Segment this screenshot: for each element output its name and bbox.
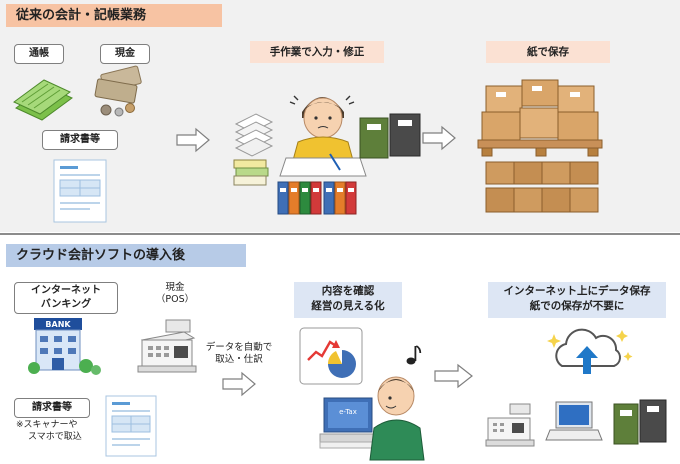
internet-banking-label: インターネット バンキング xyxy=(14,282,118,314)
register-icon xyxy=(485,403,535,447)
chart-icon xyxy=(299,327,363,385)
auto-import-line1: データを自動で xyxy=(205,342,273,353)
visibility-line1: 内容を確認 xyxy=(321,285,375,297)
auto-import-line2: 取込・仕訳 xyxy=(215,354,263,365)
etax-label: e-Tax xyxy=(339,408,357,416)
cash-icon xyxy=(94,65,142,117)
cloud-storage-label: インターネット上にデータ保存 紙での保存が不要に xyxy=(488,282,666,318)
internet-banking-line1: インターネット xyxy=(31,285,101,296)
pos-cash-line1: 現金 xyxy=(165,282,185,293)
arrow-icon xyxy=(434,363,473,389)
before-title: 従来の会計・記帳業務 xyxy=(6,4,222,27)
passbook-icon xyxy=(13,79,73,121)
internet-banking-line2: バンキング xyxy=(40,299,92,310)
person-computer-icon: e-Tax xyxy=(319,376,425,461)
paper-stack-icon xyxy=(234,113,274,157)
binder-icon xyxy=(359,113,421,159)
invoice-label: 請求書等 xyxy=(42,130,118,150)
book-stack-icon xyxy=(233,159,269,186)
after-title: クラウド会計ソフトの導入後 xyxy=(6,244,246,267)
arrow-icon xyxy=(176,127,210,153)
boxes-icon xyxy=(477,79,603,213)
scan-note-line1: ※スキャナーや xyxy=(16,420,78,430)
cloud-upload-icon xyxy=(547,328,633,374)
arrow-icon xyxy=(222,371,256,397)
binder-row-icon xyxy=(277,181,357,215)
section-divider xyxy=(0,233,680,235)
music-note-icon xyxy=(406,345,422,365)
invoice-icon xyxy=(53,159,107,223)
arrow-icon xyxy=(422,125,456,151)
invoice-icon xyxy=(105,395,157,457)
binder-icon xyxy=(613,399,667,445)
visibility-label: 内容を確認 経営の見える化 xyxy=(294,282,402,318)
cloud-storage-line1: インターネット上にデータ保存 xyxy=(503,285,651,297)
laptop-icon xyxy=(545,401,603,441)
pos-cash-line2: （POS） xyxy=(155,294,195,305)
paper-storage-label: 紙で保存 xyxy=(486,41,610,63)
manual-input-label: 手作業で入力・修正 xyxy=(250,41,384,63)
invoice-label-after: 請求書等 xyxy=(14,398,90,418)
worker-icon xyxy=(279,95,367,177)
bank-icon: BANK xyxy=(28,318,101,375)
auto-import-label: データを自動で 取込・仕訳 xyxy=(200,342,278,366)
pos-cash-label: 現金 （POS） xyxy=(140,282,210,306)
passbook-label: 通帳 xyxy=(14,44,64,64)
visibility-line2: 経営の見える化 xyxy=(311,300,385,312)
cash-label: 現金 xyxy=(100,44,150,64)
scan-note-line2: スマホで取込 xyxy=(28,432,82,442)
bank-sign: BANK xyxy=(45,320,71,329)
register-icon xyxy=(137,319,197,373)
cloud-storage-line2: 紙での保存が不要に xyxy=(529,300,625,312)
